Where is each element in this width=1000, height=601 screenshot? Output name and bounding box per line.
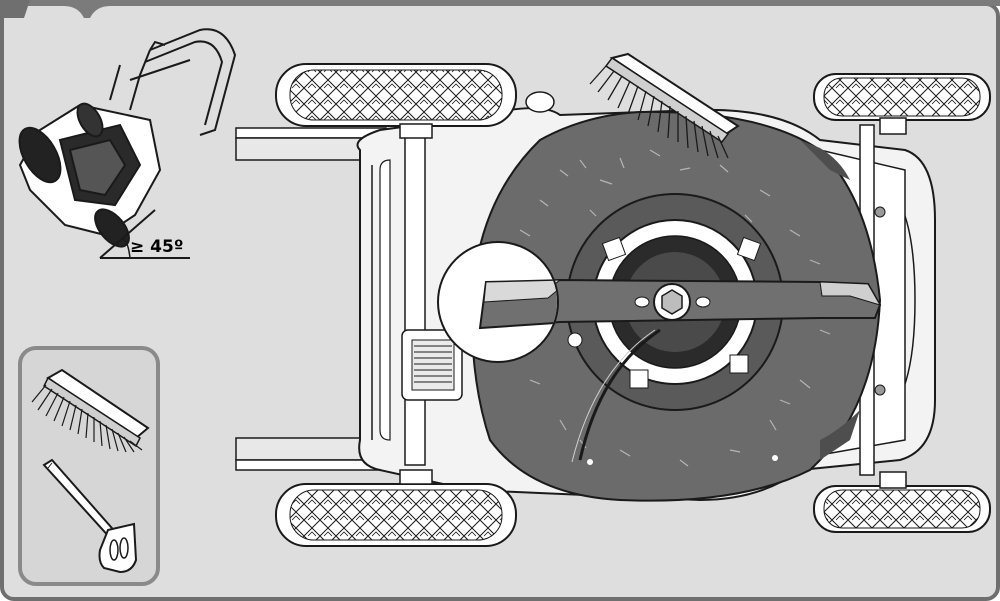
wheel-bottom-right bbox=[813, 485, 991, 533]
tilted-mower-icon bbox=[18, 28, 237, 248]
wheel-bottom-left bbox=[275, 483, 517, 547]
mower-underside-icon bbox=[235, 52, 991, 547]
brush-icon bbox=[589, 52, 740, 159]
wheel-top-left bbox=[275, 63, 517, 127]
tilt-angle-indicator: ≥ 45º bbox=[99, 209, 190, 259]
motor-housing bbox=[401, 329, 463, 401]
tools-inset-box bbox=[18, 346, 160, 586]
scraper-icon bbox=[42, 458, 138, 574]
brush-icon bbox=[31, 368, 150, 453]
magnifier-circle-icon bbox=[437, 241, 559, 363]
wheel-top-right bbox=[813, 73, 991, 121]
tilt-angle-label: ≥ 45º bbox=[130, 237, 183, 257]
handle-rails bbox=[235, 127, 387, 471]
